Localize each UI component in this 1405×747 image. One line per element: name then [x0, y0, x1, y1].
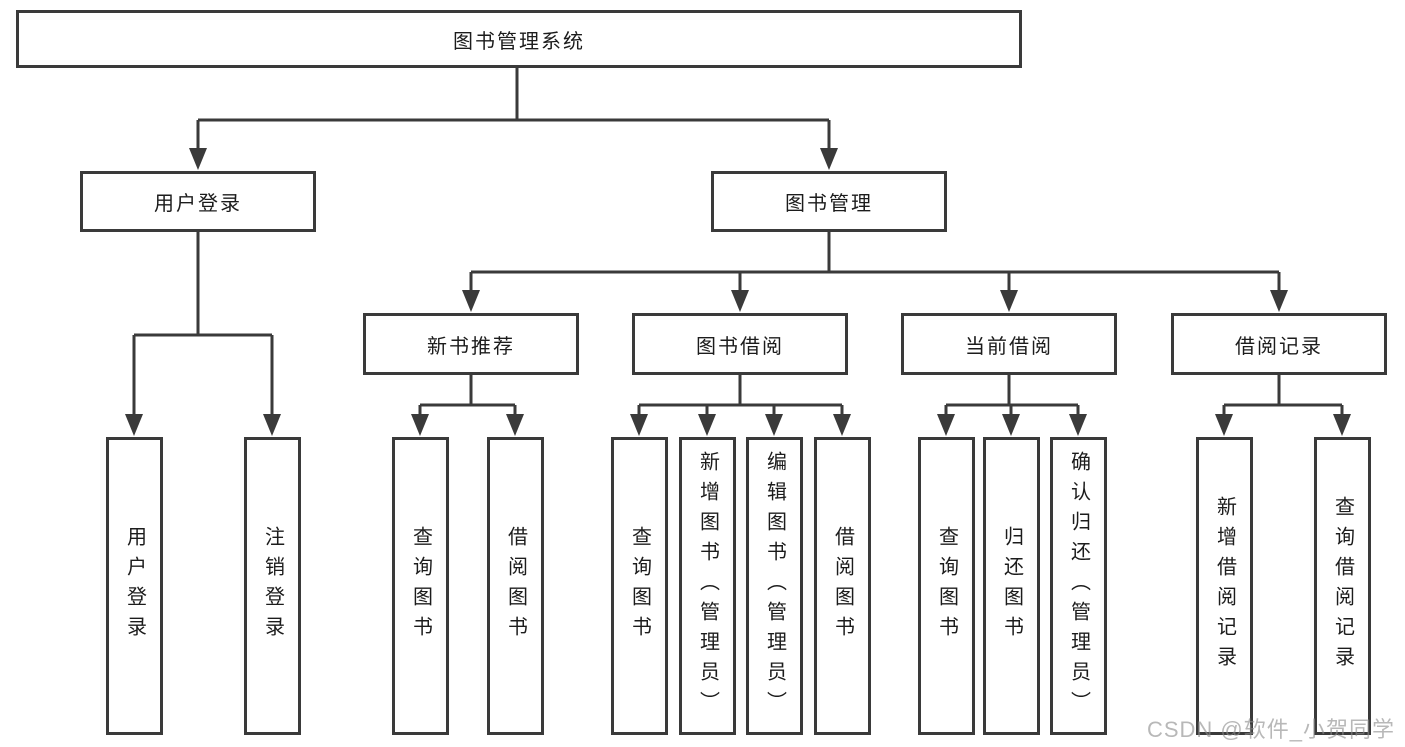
leaf-add-borrow-record: 新增借阅记录 — [1196, 437, 1253, 735]
connector-new-book-branch — [411, 375, 524, 436]
node-book-mgmt-group: 图书管理 — [711, 171, 947, 232]
connector-user-login-branch — [125, 232, 281, 436]
node-new-book-rec-label: 新书推荐 — [427, 335, 515, 358]
node-book-mgmt-group-label: 图书管理 — [785, 193, 873, 215]
node-user-login-group-label: 用户登录 — [154, 193, 242, 215]
node-root-system-label: 图书管理系统 — [453, 30, 585, 53]
leaf-borrow-book-rec-label: 借阅图书 — [504, 526, 527, 646]
connector-current-borrow-branch — [937, 375, 1087, 436]
leaf-add-borrow-record-label: 新增借阅记录 — [1213, 496, 1236, 676]
leaf-user-login-label: 用户登录 — [123, 526, 146, 646]
leaf-query-book-current: 查询图书 — [918, 437, 975, 735]
leaf-query-book-rec-label: 查询图书 — [409, 526, 432, 646]
leaf-edit-book-admin: 编辑图书（管理员） — [746, 437, 803, 735]
leaf-query-borrow-record-label: 查询借阅记录 — [1331, 496, 1354, 676]
node-current-borrow: 当前借阅 — [901, 313, 1117, 375]
leaf-query-book-borrow: 查询图书 — [611, 437, 668, 735]
leaf-logout: 注销登录 — [244, 437, 301, 735]
connector-book-mgmt-branch — [462, 232, 1288, 312]
leaf-borrow-book: 借阅图书 — [814, 437, 871, 735]
node-borrow-record: 借阅记录 — [1171, 313, 1387, 375]
csdn-watermark: CSDN @软件_小贺同学 — [1146, 717, 1395, 742]
leaf-borrow-book-rec: 借阅图书 — [487, 437, 544, 735]
connector-root-to-level2 — [189, 68, 838, 170]
node-user-login-group: 用户登录 — [80, 171, 316, 232]
leaf-edit-book-admin-label: 编辑图书（管理员） — [763, 451, 786, 721]
leaf-return-book: 归还图书 — [983, 437, 1040, 735]
node-borrow-record-label: 借阅记录 — [1235, 335, 1323, 358]
node-book-borrow: 图书借阅 — [632, 313, 848, 375]
leaf-borrow-book-label: 借阅图书 — [831, 526, 854, 646]
node-book-borrow-label: 图书借阅 — [696, 335, 784, 358]
connector-borrow-record-branch — [1215, 375, 1351, 436]
node-root-system: 图书管理系统 — [16, 10, 1022, 68]
connector-book-borrow-branch — [630, 375, 851, 436]
leaf-user-login: 用户登录 — [106, 437, 163, 735]
leaf-add-book-admin: 新增图书（管理员） — [679, 437, 736, 735]
leaf-add-book-admin-label: 新增图书（管理员） — [696, 451, 719, 721]
leaf-return-book-label: 归还图书 — [1000, 526, 1023, 646]
node-current-borrow-label: 当前借阅 — [965, 335, 1053, 358]
leaf-confirm-return-admin-label: 确认归还（管理员） — [1067, 451, 1090, 721]
leaf-confirm-return-admin: 确认归还（管理员） — [1050, 437, 1107, 735]
leaf-query-book-current-label: 查询图书 — [935, 526, 958, 646]
leaf-query-book-rec: 查询图书 — [392, 437, 449, 735]
leaf-logout-label: 注销登录 — [261, 526, 284, 646]
leaf-query-borrow-record: 查询借阅记录 — [1314, 437, 1371, 735]
node-new-book-rec: 新书推荐 — [363, 313, 579, 375]
leaf-query-book-borrow-label: 查询图书 — [628, 526, 651, 646]
